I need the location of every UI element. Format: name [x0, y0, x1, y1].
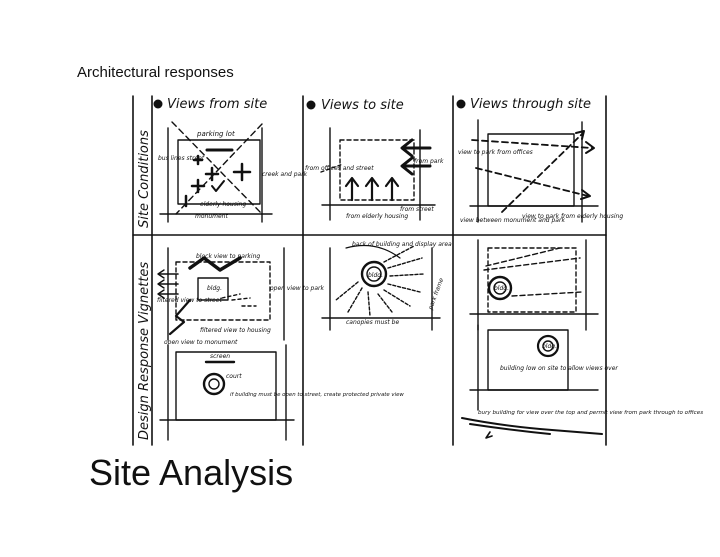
label-bldg-3: bldg. — [494, 285, 509, 292]
label-creek-and-park: creek and park — [262, 171, 308, 178]
column-header-views-to-site: Views to site — [306, 98, 404, 113]
label-filtered-view-to-street: filtered view to street — [157, 297, 222, 304]
sketch-response-views-through-site — [461, 239, 603, 439]
label-bury-building: bury building for view over the top and … — [478, 410, 703, 416]
label-bus-lines-street: bus lines street — [158, 155, 205, 162]
label-view-between-monument-and-park: view between monument and park — [460, 217, 565, 224]
label-court: court — [226, 373, 242, 380]
label-if-building-must-be-open: if building must be open to street, crea… — [230, 392, 404, 398]
row-label-design-response: Design Response Vignettes — [137, 262, 152, 440]
column-label: Views to site — [321, 98, 404, 113]
caption: Architectural responses — [77, 64, 234, 81]
label-canopies-must-be: canopies must be — [346, 319, 399, 326]
sketch-response-views-from-site — [157, 247, 295, 441]
label-open-view-to-park: open view to park — [270, 285, 324, 292]
label-view-to-park-from-elderly-housing: view to park from elderly housing — [522, 213, 623, 220]
column-label: Views from site — [167, 97, 267, 112]
label-screen: screen — [210, 353, 230, 360]
sketch-views-from-site — [159, 121, 273, 223]
label-view-to-park-from-offices: view to park from offices — [458, 149, 533, 156]
label-bldg: bldg. — [207, 285, 222, 292]
label-bldg-4: bldg. — [542, 343, 557, 350]
label-filtered-view-to-housing: filtered view to housing — [200, 327, 271, 334]
grid-lines — [132, 95, 607, 446]
label-bldg-2: bldg. — [368, 272, 383, 279]
row-label-site-conditions: Site Conditions — [137, 130, 152, 228]
label-back-of-building: back of building and display area — [352, 241, 452, 248]
column-header-views-through-site: Views through site — [456, 97, 591, 112]
label-elderly-housing: elderly housing — [200, 201, 246, 208]
column-label: Views through site — [470, 97, 591, 112]
label-building-low-on-site: building low on site to allow views over — [500, 365, 618, 372]
label-park-frame: park frame — [427, 277, 445, 312]
label-from-offices-and-street: from offices and street — [305, 165, 374, 172]
sketch-response-views-to-site — [321, 245, 441, 331]
label-from-park: from park — [414, 158, 444, 165]
sketch-views-to-site — [320, 127, 436, 221]
label-parking-lot: parking lot — [196, 130, 235, 138]
column-header-views-from-site: Views from site — [153, 97, 267, 112]
label-from-street: from street — [400, 206, 434, 213]
sketch-views-through-site — [469, 119, 599, 223]
label-open-view-to-monument: open view to monument — [164, 339, 238, 346]
label-monument: monument — [195, 213, 228, 220]
label-from-elderly-housing: from elderly housing — [346, 213, 408, 220]
label-block-view-to-parking: block view to parking — [196, 253, 260, 260]
page-title: Site Analysis — [89, 452, 294, 493]
